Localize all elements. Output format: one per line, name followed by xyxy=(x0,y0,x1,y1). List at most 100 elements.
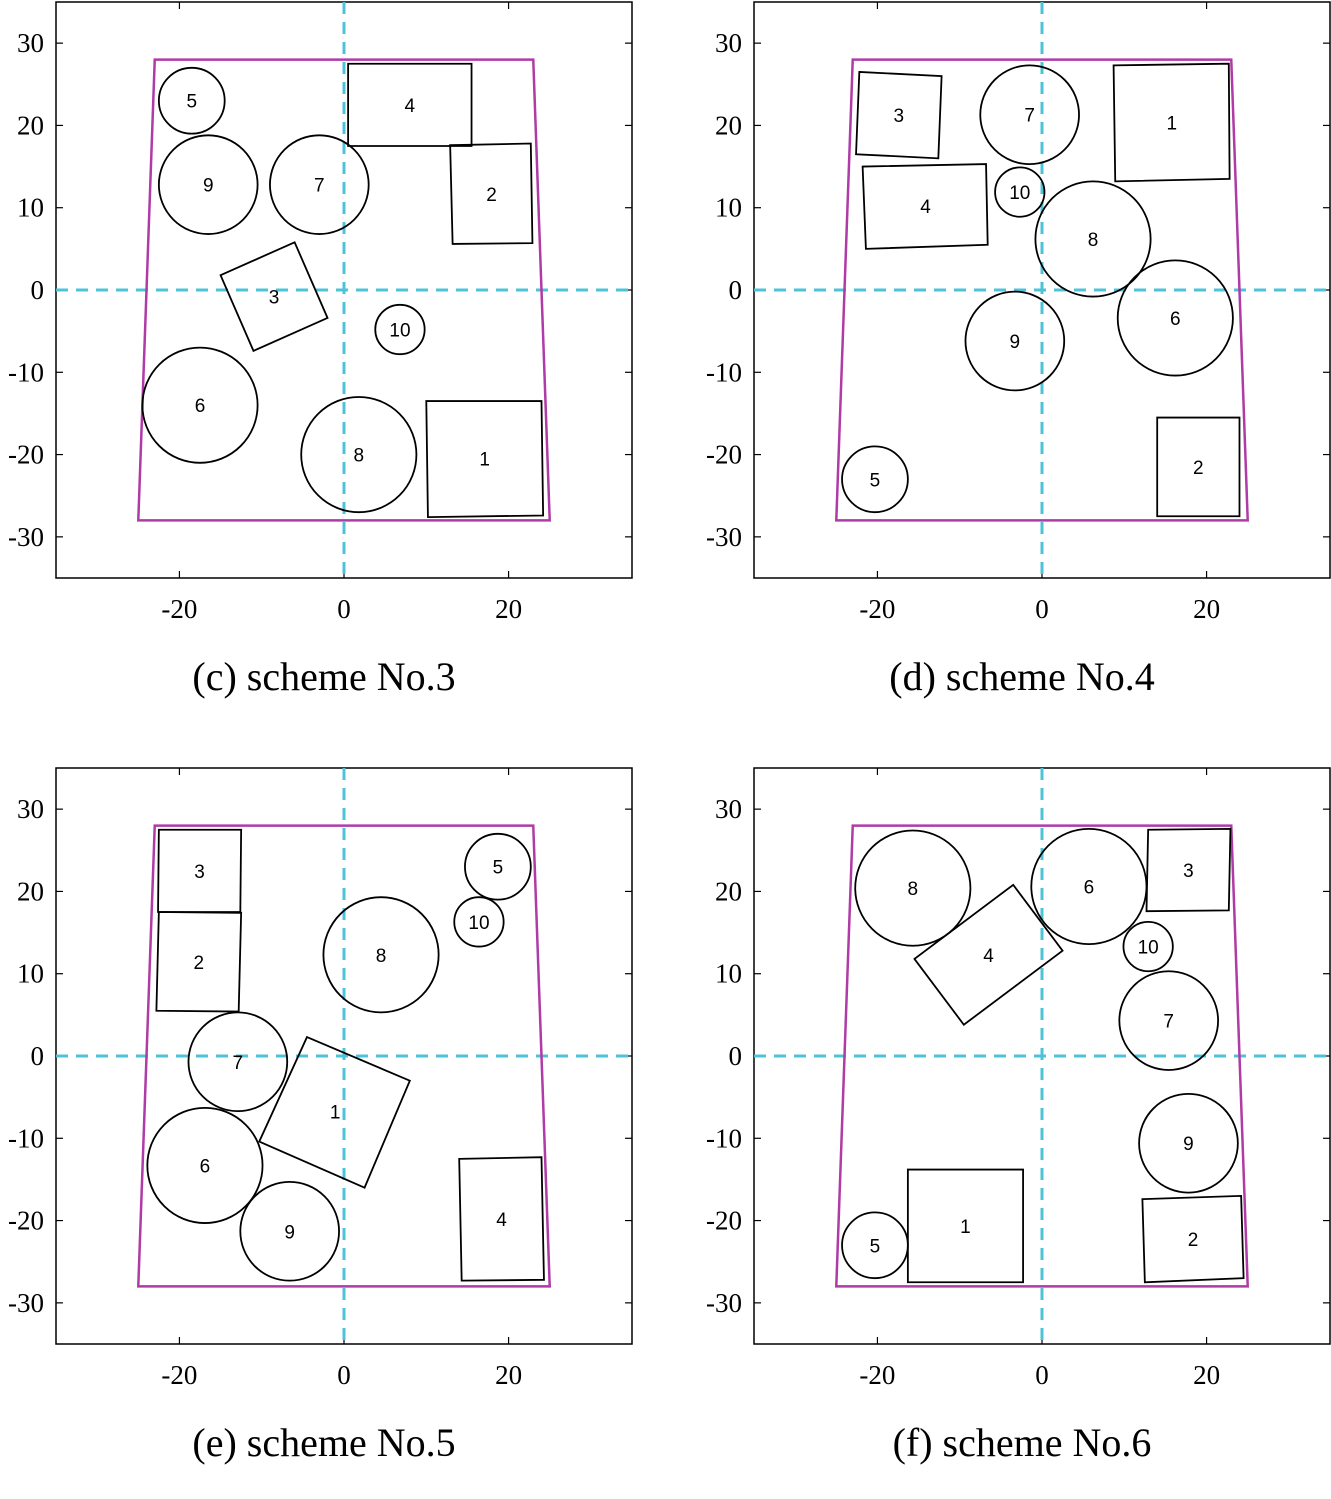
facility-rect-3 xyxy=(1145,827,1232,913)
x-tick-label: 20 xyxy=(495,1360,522,1390)
layout-boundary xyxy=(834,824,1250,1288)
facility-label-2: 2 xyxy=(486,185,497,206)
facility-rect-1 xyxy=(906,1168,1024,1284)
y-tick-label: -20 xyxy=(8,440,44,470)
facility-rect-2 xyxy=(449,142,534,245)
y-tick-label: 0 xyxy=(729,1041,743,1071)
facility-label-10: 10 xyxy=(1009,183,1030,204)
facility-circle-9 xyxy=(964,290,1066,392)
y-tick-label: 30 xyxy=(17,28,44,58)
facility-label-6: 6 xyxy=(1170,309,1181,330)
facility-circle-9 xyxy=(157,134,259,235)
y-tick-label: 20 xyxy=(17,110,44,140)
layout-boundary xyxy=(136,58,552,522)
facility-label-9: 9 xyxy=(1010,332,1021,353)
facility-circle-7 xyxy=(1118,970,1219,1071)
facility-circle-10 xyxy=(374,303,426,356)
y-tick-label: -30 xyxy=(8,522,44,552)
y-tick-label: 20 xyxy=(715,876,742,906)
facility-label-1: 1 xyxy=(479,450,490,471)
facility-circle-9 xyxy=(1138,1092,1239,1194)
facility-rect-3 xyxy=(219,241,329,353)
x-tick-label: 20 xyxy=(1193,1360,1220,1390)
facility-label-7: 7 xyxy=(233,1053,244,1074)
x-tick-label: -20 xyxy=(859,594,895,624)
facility-label-2: 2 xyxy=(1188,1230,1199,1251)
facility-label-9: 9 xyxy=(203,176,214,197)
y-tick-label: -10 xyxy=(706,1123,742,1153)
facility-rect-4 xyxy=(913,883,1064,1026)
facility-rect-4 xyxy=(458,1156,545,1282)
y-tick-label: 0 xyxy=(31,1041,45,1071)
layout-boundary xyxy=(136,824,552,1288)
facility-label-3: 3 xyxy=(1183,861,1194,882)
facility-rect-4 xyxy=(861,163,989,250)
facility-label-8: 8 xyxy=(376,946,387,967)
facility-label-4: 4 xyxy=(496,1210,507,1231)
facility-rect-3 xyxy=(855,70,943,160)
x-tick-label: 0 xyxy=(337,1360,351,1390)
y-tick-label: 30 xyxy=(715,794,742,824)
facility-label-5: 5 xyxy=(186,92,197,113)
facility-label-6: 6 xyxy=(200,1156,211,1177)
facility-circle-5 xyxy=(157,66,226,135)
y-tick-label: -10 xyxy=(8,357,44,387)
facility-rect-1 xyxy=(425,400,545,519)
facility-label-10: 10 xyxy=(1138,938,1159,959)
facility-circle-5 xyxy=(464,832,532,901)
facility-label-2: 2 xyxy=(193,953,204,974)
panel-caption: (e) scheme No.5 xyxy=(192,1420,455,1465)
y-tick-label: 10 xyxy=(715,193,742,223)
facility-circle-6 xyxy=(146,1106,264,1224)
facility-label-8: 8 xyxy=(1088,230,1099,251)
x-tick-label: -20 xyxy=(161,1360,197,1390)
facility-circle-8 xyxy=(854,829,972,947)
facility-label-9: 9 xyxy=(1183,1134,1194,1155)
y-tick-label: 10 xyxy=(17,959,44,989)
facility-label-7: 7 xyxy=(1024,106,1035,127)
x-tick-label: 0 xyxy=(1035,1360,1049,1390)
facility-rect-1 xyxy=(1112,62,1231,183)
panel-caption: (f) scheme No.6 xyxy=(893,1420,1152,1465)
facility-label-4: 4 xyxy=(983,946,994,967)
facility-circle-6 xyxy=(1116,259,1234,377)
y-tick-label: 0 xyxy=(31,275,45,305)
facility-rect-1 xyxy=(258,1035,412,1189)
y-tick-label: -30 xyxy=(706,1288,742,1318)
y-tick-label: -30 xyxy=(8,1288,44,1318)
x-tick-label: 0 xyxy=(1035,594,1049,624)
facility-rect-2 xyxy=(1141,1194,1245,1284)
panel-caption: (d) scheme No.4 xyxy=(889,654,1154,699)
y-tick-label: 30 xyxy=(715,28,742,58)
facility-circle-6 xyxy=(141,346,259,464)
y-tick-label: 10 xyxy=(17,193,44,223)
x-tick-label: -20 xyxy=(161,594,197,624)
facility-circle-10 xyxy=(1122,920,1174,973)
facility-label-8: 8 xyxy=(354,446,365,467)
y-tick-label: -10 xyxy=(8,1123,44,1153)
facility-label-5: 5 xyxy=(493,858,504,879)
facility-label-1: 1 xyxy=(1167,113,1178,134)
facility-label-5: 5 xyxy=(870,1236,881,1257)
layout-boundary xyxy=(834,58,1250,522)
facility-label-9: 9 xyxy=(284,1222,295,1243)
x-tick-label: 20 xyxy=(1193,594,1220,624)
facility-circle-7 xyxy=(979,64,1080,166)
y-tick-label: -20 xyxy=(8,1206,44,1236)
facility-label-4: 4 xyxy=(405,96,416,117)
facility-label-5: 5 xyxy=(870,470,881,491)
x-tick-label: -20 xyxy=(859,1360,895,1390)
y-tick-label: 20 xyxy=(715,110,742,140)
facility-label-3: 3 xyxy=(894,106,905,127)
y-tick-label: 20 xyxy=(17,876,44,906)
y-tick-label: 0 xyxy=(729,275,743,305)
facility-label-3: 3 xyxy=(269,288,280,309)
